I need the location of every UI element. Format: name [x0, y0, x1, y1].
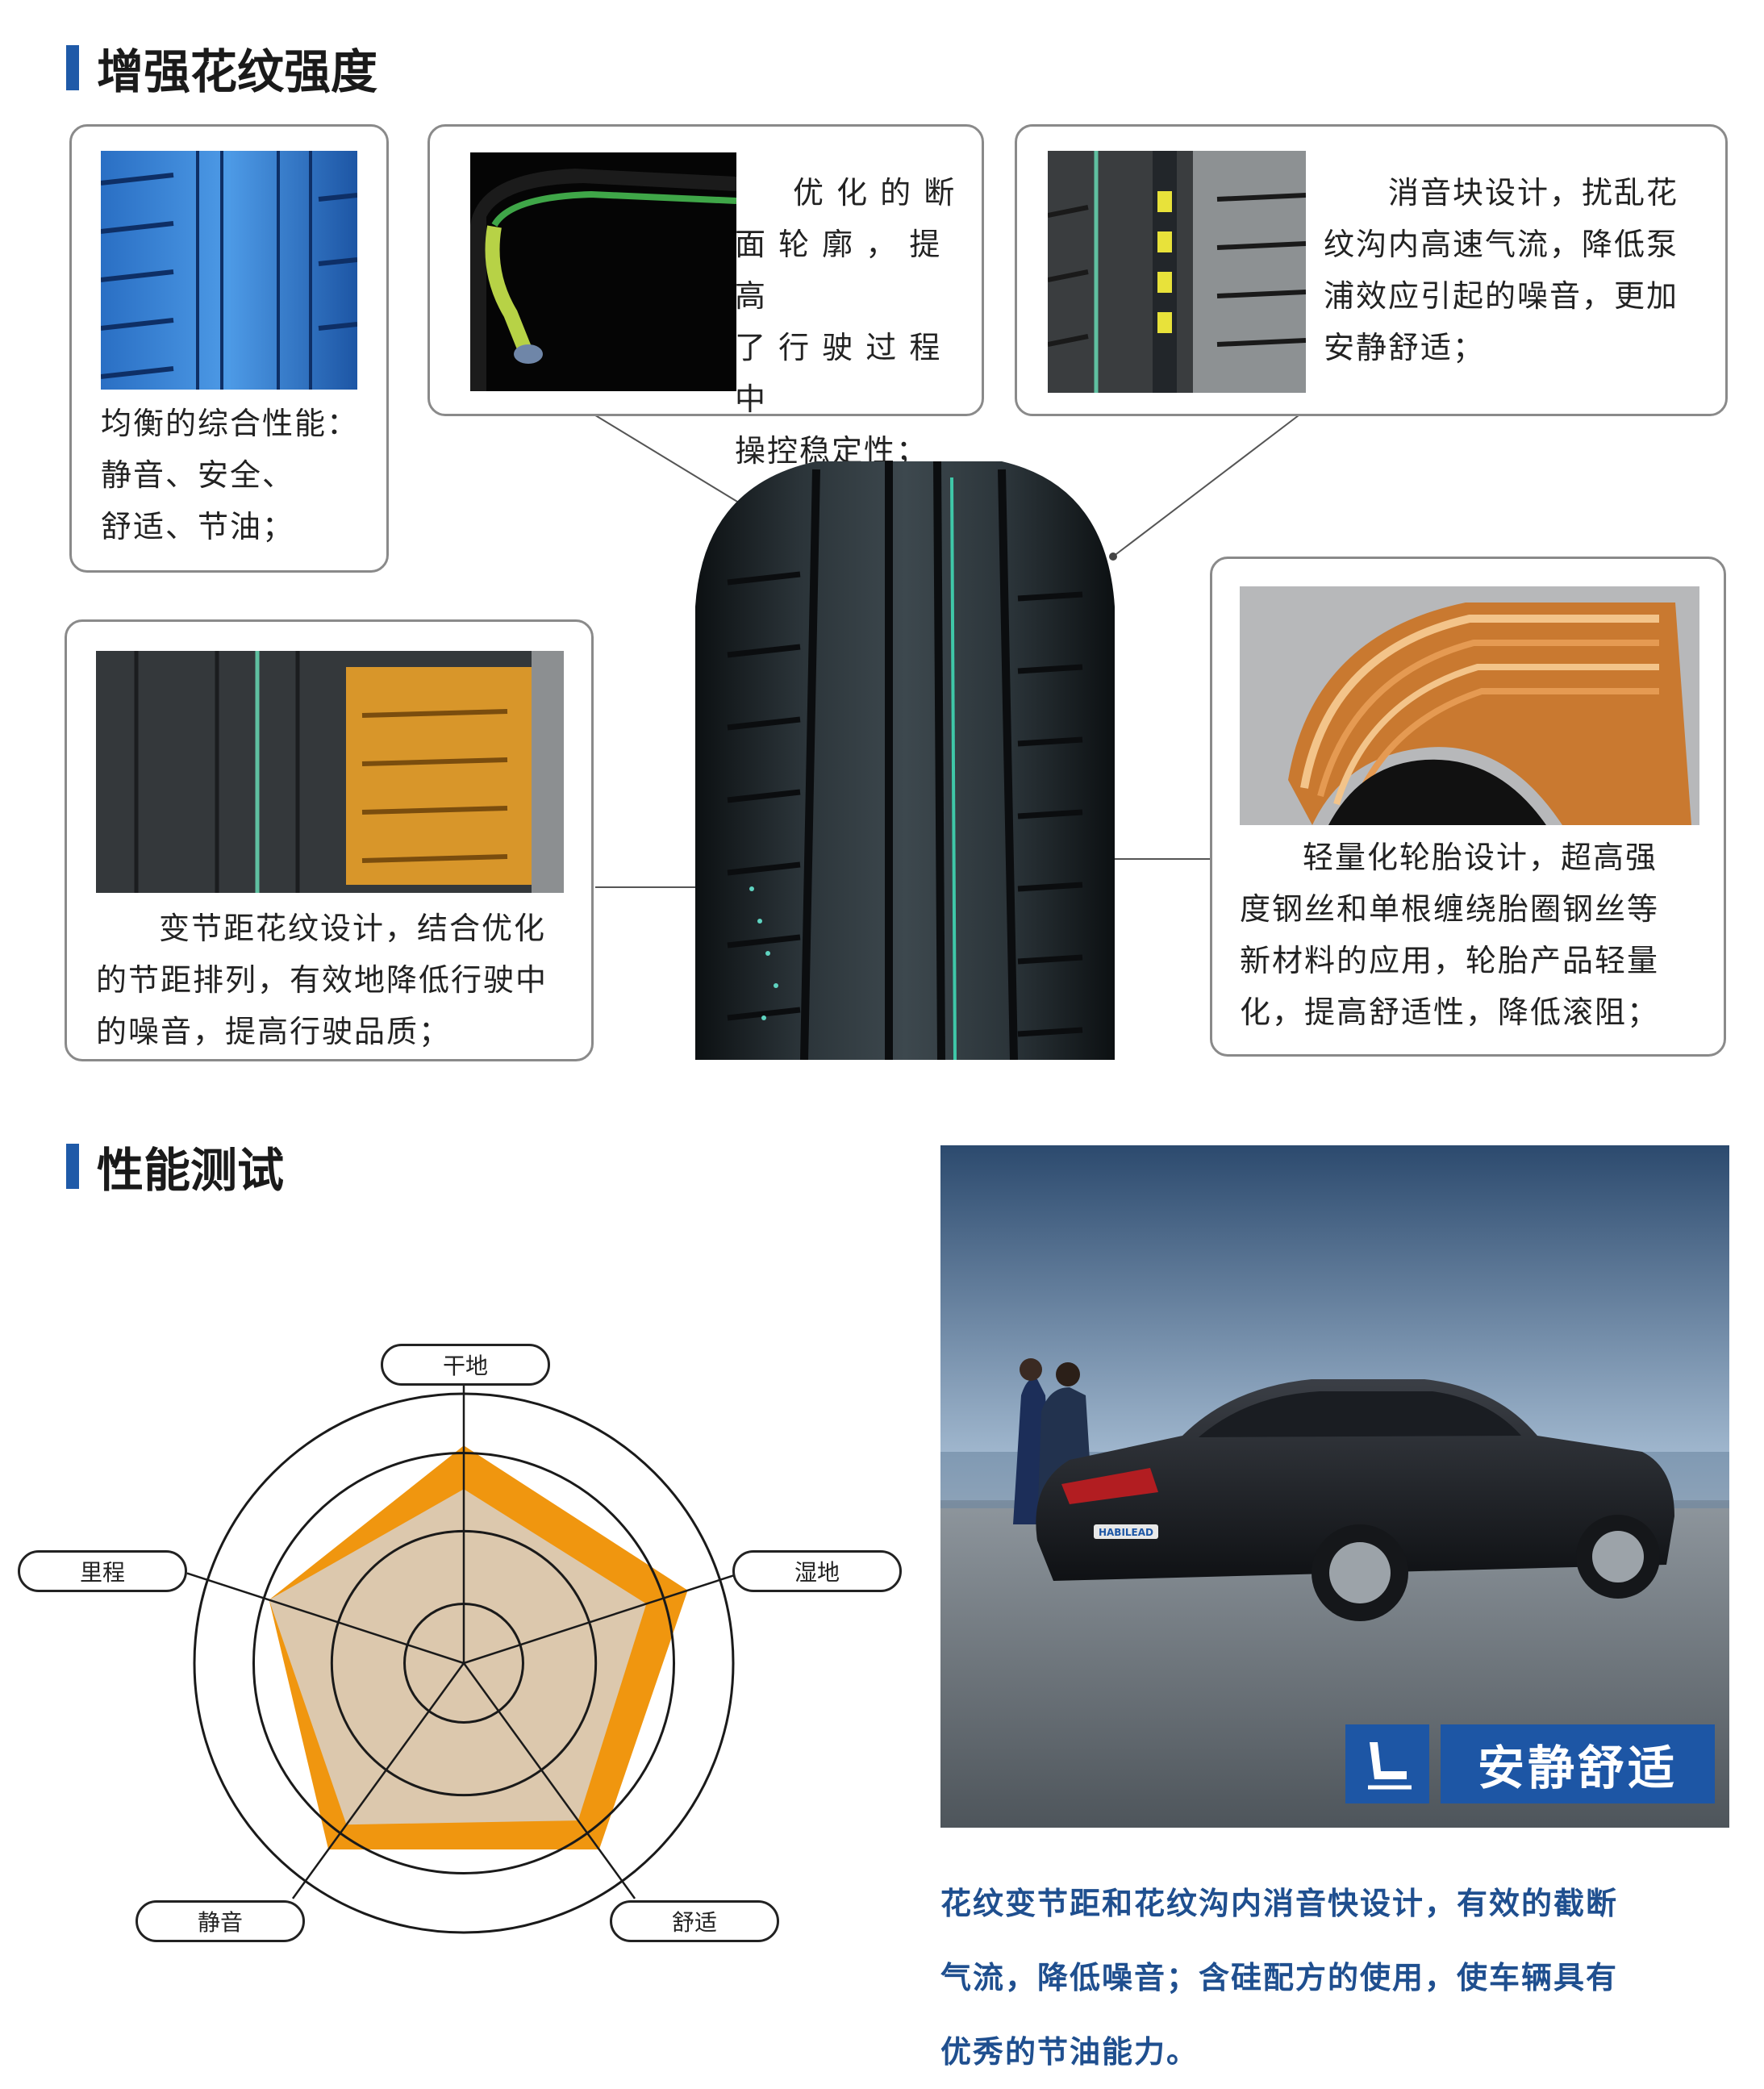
radar-label-wet: 湿地	[732, 1550, 902, 1592]
silencer-tread-image	[1048, 151, 1306, 393]
lightweight-line-3: 新材料的应用，轮胎产品轻量	[1240, 943, 1660, 978]
radar-label-quiet: 静音	[136, 1900, 305, 1942]
pitch-tread-image	[96, 651, 564, 893]
car-promo-image: HABILEAD 安静舒适	[940, 1145, 1729, 1828]
radar-series-1	[269, 1489, 647, 1825]
silencer-line-2: 纹沟内高速气流，降低泵	[1324, 227, 1679, 262]
quiet-comfort-badge: 安静舒适	[1441, 1724, 1715, 1803]
description-line-1: 花纹变节距和花纹沟内消音快设计，有效的截断	[940, 1886, 1619, 1921]
description-line-2: 气流，降低噪音；含硅配方的使用，使车辆具有	[940, 1960, 1619, 1995]
lightweight-line-1: 轻量化轮胎设计，超高强	[1303, 840, 1658, 875]
performance-radar-chart	[186, 1372, 741, 1934]
silencer-line-1: 消音块设计，扰乱花	[1388, 175, 1679, 211]
radar-label-dry: 干地	[381, 1344, 550, 1386]
card-optimized-profile: 优 化 的 断 面 轮 廓 ， 提 高 了 行 驶 过 程 中 操控稳定性；	[427, 124, 984, 469]
description-line-3: 优秀的节油能力。	[940, 2034, 1199, 2070]
balance-line-1: 均衡的综合性能：	[101, 406, 360, 441]
pitch-line-1: 变节距花纹设计，结合优化	[159, 911, 547, 946]
card-silencer-design: 消音块设计，扰乱花 纹沟内高速气流，降低泵 浦效应引起的噪音，更加 安静舒适；	[1015, 124, 1728, 416]
radar-label-mileage: 里程	[18, 1550, 187, 1592]
card-balanced-performance: 均衡的综合性能： 静音、安全、 舒适、节油；	[69, 124, 389, 573]
profile-line-1: 优 化 的 断	[793, 175, 957, 211]
feature-description: 花纹变节距和花纹沟内消音快设计，有效的截断 气流，降低噪音；含硅配方的使用，使车…	[940, 1866, 1618, 2089]
blue-tread-image	[101, 151, 357, 390]
radar-label-comfort: 舒适	[610, 1900, 779, 1942]
title-accent-bar	[66, 45, 79, 90]
section-title-strength: 增强花纹强度	[66, 34, 377, 102]
seat-icon	[1345, 1724, 1429, 1803]
profile-line-3: 了 行 驶 过 程 中	[735, 330, 942, 417]
radar-axis-2	[462, 1662, 636, 1899]
center-tire-image	[695, 453, 1115, 1060]
title-accent-bar	[66, 1144, 79, 1189]
lightweight-line-2: 度钢丝和单根缠绕胎圈钢丝等	[1240, 891, 1660, 927]
radar-axis-4	[186, 1572, 465, 1665]
profile-line-2: 面 轮 廓 ， 提 高	[735, 227, 942, 314]
section-title-text: 性能测试	[97, 1143, 285, 1198]
section-title-text: 增强花纹强度	[97, 44, 378, 99]
tire-cutaway-image	[1240, 586, 1699, 825]
radar-axis-3	[291, 1662, 465, 1899]
plate-text: HABILEAD	[1099, 1527, 1153, 1538]
card-variable-pitch: 变节距花纹设计，结合优化 的节距排列，有效地降低行驶中 的噪音，提高行驶品质；	[65, 619, 594, 1061]
balance-line-2: 静音、安全、	[101, 457, 295, 493]
pitch-line-2: 的节距排列，有效地降低行驶中	[96, 962, 548, 998]
silencer-line-4: 安静舒适；	[1324, 330, 1486, 365]
section-title-test: 性能测试	[66, 1132, 284, 1200]
balance-line-3: 舒适、节油；	[101, 509, 295, 544]
pitch-line-3: 的噪音，提高行驶品质；	[96, 1014, 452, 1049]
card-lightweight-design: 轻量化轮胎设计，超高强 度钢丝和单根缠绕胎圈钢丝等 新材料的应用，轮胎产品轻量 …	[1210, 557, 1726, 1057]
lightweight-line-4: 化，提高舒适性，降低滚阻；	[1240, 994, 1660, 1030]
silencer-line-3: 浦效应引起的噪音，更加	[1324, 278, 1679, 314]
tire-section-image	[470, 152, 736, 391]
radar-axis-1	[463, 1572, 741, 1665]
